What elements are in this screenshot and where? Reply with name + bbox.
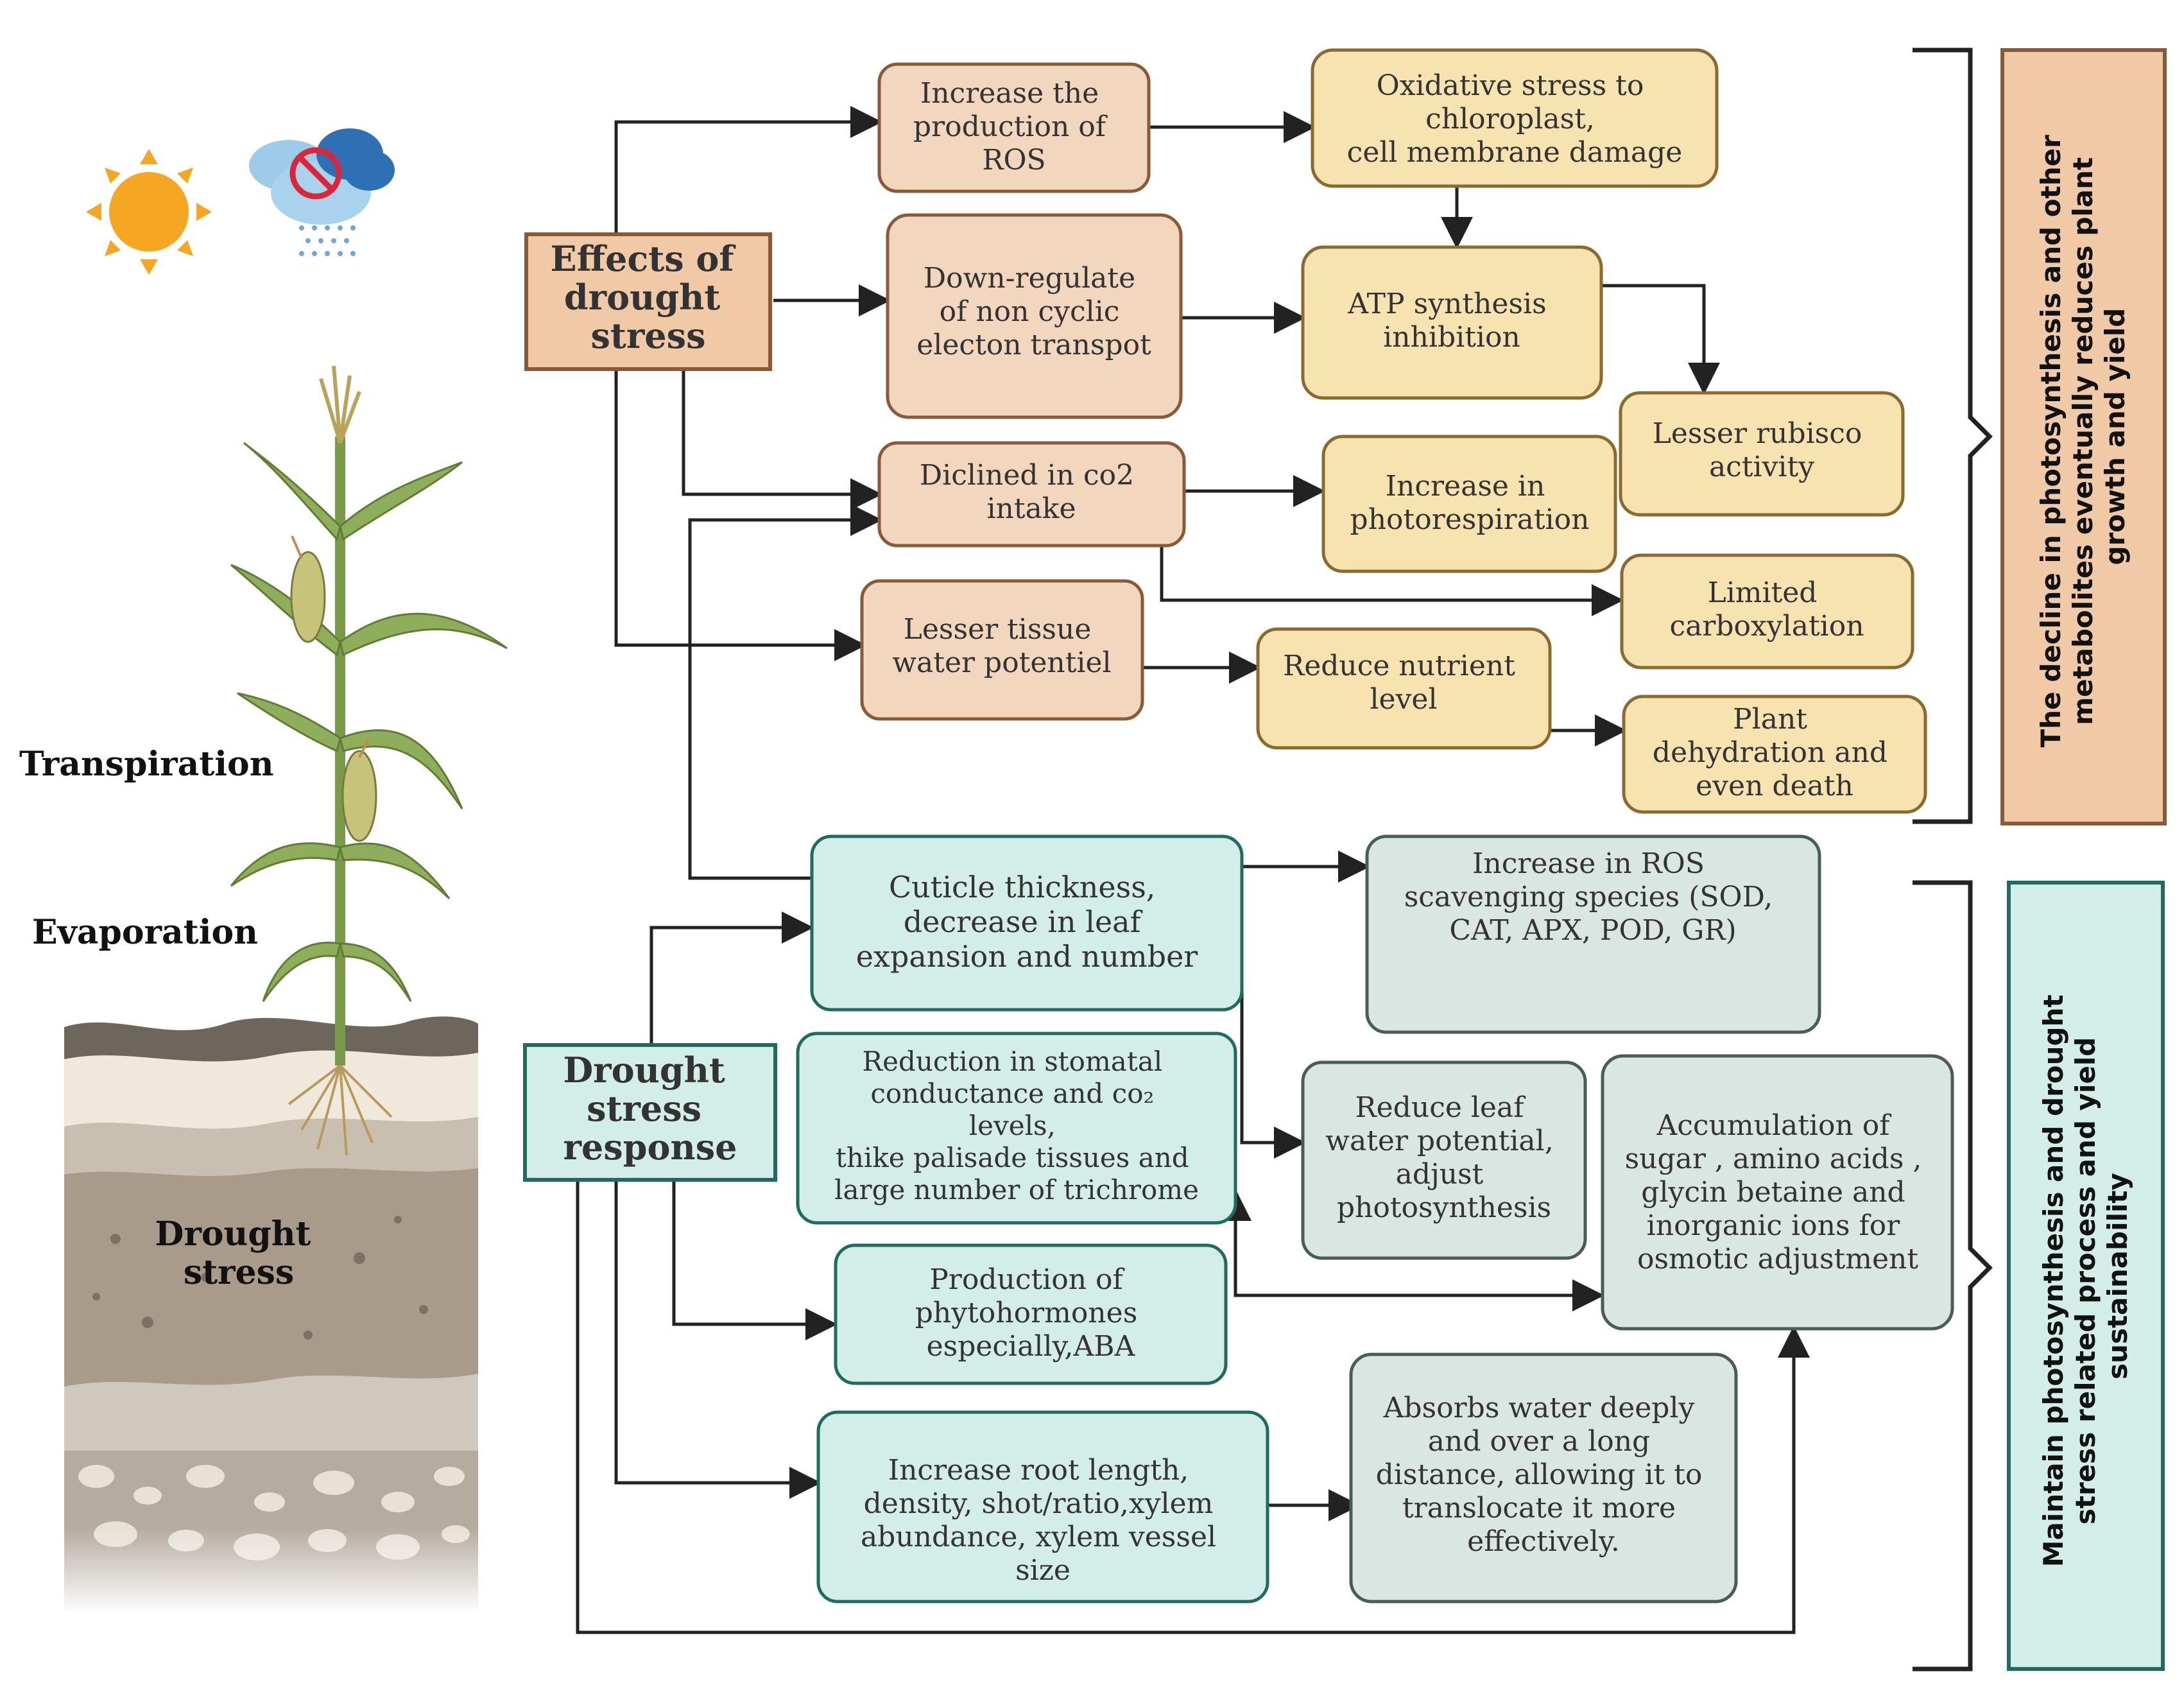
reduce-leaf-water-potential-label: Reduce leaf water potential, adjust phot… — [1325, 1091, 1562, 1224]
increase-ros-production-label: Increase the production of ROS — [913, 77, 1115, 177]
cuticle-thickness-box — [810, 834, 1244, 1012]
cuticle-thickness-label: Cuticle thickness, decrease in leaf expa… — [856, 870, 1198, 974]
effects-brace — [1913, 48, 1993, 824]
stomatal-conductance-reduction-label: Reduction in stomatal conductance and co… — [834, 1046, 1199, 1205]
evaporation-label: Evaporation — [32, 913, 258, 952]
oxidative-stress-label: Oxidative stress to chloroplast, cell me… — [1347, 69, 1683, 169]
increase-photorespiration-label: Increase in photorespiration — [1350, 470, 1590, 536]
declined-co2-intake-label: Diclined in co2 intake — [920, 459, 1143, 525]
limited-carboxylation-label: Limited carboxylation — [1669, 576, 1864, 643]
osmotic-adjustment-box — [1601, 1054, 1954, 1331]
down-regulate-electron-transport-label: Down-regulate of non cyclic electon tran… — [916, 262, 1151, 361]
reduce-nutrient-level-label: Reduce nutrient level — [1283, 650, 1524, 716]
plant-dehydration-box — [1622, 695, 1927, 814]
lesser-rubisco-activity-box — [1619, 391, 1905, 517]
increase-photorespiration-box — [1321, 435, 1617, 573]
transpiration-label: Transpiration — [19, 745, 274, 784]
reduce-nutrient-level-box — [1256, 627, 1552, 750]
decline-outcome-panel — [2000, 48, 2167, 825]
plant-dehydration-label: Plant dehydration and even death — [1653, 703, 1896, 802]
lesser-tissue-water-potential-label: Lesser tissue water potentiel — [892, 613, 1111, 679]
sun-icon — [86, 149, 212, 275]
maize-plant-illustration — [230, 365, 508, 1156]
phytohormone-production-box — [834, 1243, 1228, 1385]
response-brace — [1913, 880, 1993, 1672]
lesser-tissue-water-potential-box — [860, 579, 1144, 721]
effects-of-drought-stress-label: Effects of drought stress — [551, 238, 746, 356]
ros-scavenging-label: Increase in ROS scavenging species (SOD,… — [1404, 847, 1782, 947]
atp-synthesis-inhibition-box — [1301, 245, 1603, 400]
drought-stress-response-label: Drought stress response — [563, 1050, 737, 1168]
connectors — [576, 106, 1810, 1634]
limited-carboxylation-box — [1620, 553, 1914, 670]
declined-co2-intake-box — [877, 441, 1186, 548]
effects-of-drought-stress-box — [524, 232, 772, 371]
osmotic-adjustment-label: Accumulation of sugar , amino acids , gl… — [1625, 1109, 1931, 1275]
reduce-leaf-water-potential-box — [1301, 1060, 1587, 1260]
decline-outcome-label: The decline in photosynthesis and other … — [2035, 126, 2131, 748]
increase-ros-production-box — [877, 62, 1151, 193]
lesser-rubisco-activity-label: Lesser rubisco activity — [1653, 417, 1871, 483]
absorbs-water-deeply-box — [1349, 1352, 1738, 1603]
oxidative-stress-box — [1311, 48, 1719, 188]
maintain-outcome-label: Maintain photosynthesis and drought stre… — [2038, 985, 2133, 1567]
down-regulate-electron-transport-box — [886, 213, 1183, 419]
maintain-outcome-panel — [2007, 881, 2165, 1671]
phytohormone-production-label: Production of phytohormones especially,A… — [915, 1263, 1147, 1363]
soil-layers-illustration — [64, 1016, 478, 1614]
drought-stress-response-box — [523, 1043, 777, 1182]
stomatal-conductance-reduction-box — [796, 1032, 1237, 1225]
atp-synthesis-inhibition-label: ATP synthesis inhibition — [1347, 288, 1555, 354]
drought-stress-soil-label: Drought stress — [155, 1214, 322, 1292]
ros-scavenging-box — [1365, 834, 1821, 1034]
root-length-increase-box — [816, 1410, 1269, 1603]
absorbs-water-deeply-label: Absorbs water deeply and over a long dis… — [1376, 1392, 1712, 1558]
no-rain-cloud-icon — [249, 128, 395, 256]
root-length-increase-label: Increase root length, density, shot/rati… — [861, 1454, 1225, 1587]
